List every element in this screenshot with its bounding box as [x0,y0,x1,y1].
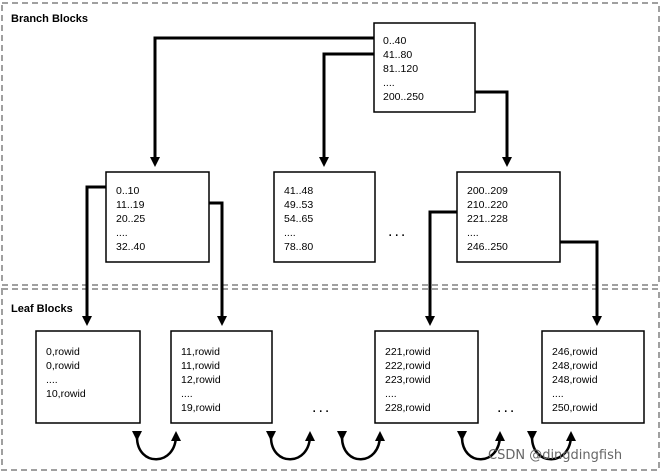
branch-line: 49..53 [284,199,313,211]
root-to-branch-2-arrow [319,52,374,167]
leaf-block-1: 0,rowid 0,rowid .... 10,rowid [35,330,141,424]
branch-block-1: 0..10 11..19 20..25 .... 32..40 [105,171,210,263]
leaf-blocks-label: Leaf Blocks [11,303,73,315]
branch-line: 11..19 [116,199,145,211]
leaf-line: .... [181,388,193,400]
root-block: 0..40 41..80 81..120 .... 200..250 [373,22,476,113]
root-line: 200..250 [383,91,424,103]
watermark: CSDN @dingdingfish [488,448,622,463]
leaf-line: 0,rowid [46,346,80,358]
branch-line: 0..10 [116,185,140,197]
branch-line: 41..48 [284,185,313,197]
branch-line: .... [284,227,296,239]
branch-line: 32..40 [116,241,145,253]
leaf-line: 228,rowid [385,402,431,414]
leaf-line: 10,rowid [46,388,86,400]
root-to-branch-3-arrow [475,90,512,167]
branch-line: 54..65 [284,213,313,225]
branch-line: 200..209 [467,185,508,197]
branch-line: 20..25 [116,213,145,225]
leaf-link-1-2-arrow [131,430,181,461]
root-line: 41..80 [383,49,412,61]
leaf-line: 12,rowid [181,374,221,386]
leaf-block-4: 246,rowid 248,rowid 248,rowid .... 250,r… [541,330,645,424]
leaf-ellipsis-2: ... [497,399,516,416]
branch-1-to-leaf-1-arrow [82,185,106,326]
root-line: .... [383,77,395,89]
leaf-line: .... [46,374,58,386]
leaf-line: 248,rowid [552,374,598,386]
branch-blocks-label: Branch Blocks [11,13,88,25]
branch-line: 246..250 [467,241,508,253]
branch-line: 210..220 [467,199,508,211]
branch-3-to-leaf-3-arrow [425,210,457,326]
branch-line: .... [467,227,479,239]
branch-line: .... [116,227,128,239]
leaf-line: 250,rowid [552,402,598,414]
branch-block-3: 200..209 210..220 221..228 .... 246..250 [456,171,561,263]
leaf-line: 223,rowid [385,374,431,386]
leaf-line: 248,rowid [552,360,598,372]
leaf-blocks-region [1,288,660,471]
leaf-ellipsis-1: ... [312,399,331,416]
branch-ellipsis: ... [388,223,407,240]
leaf-line: 11,rowid [181,360,220,372]
branch-line: 221..228 [467,213,508,225]
leaf-block-2: 11,rowid 11,rowid 12,rowid .... 19,rowid [170,330,273,424]
leaf-line: 11,rowid [181,346,220,358]
leaf-line: 221,rowid [385,346,431,358]
leaf-line: 0,rowid [46,360,80,372]
branch-block-2: 41..48 49..53 54..65 .... 78..80 [273,171,376,263]
branch-1-to-leaf-2-arrow [209,201,227,326]
leaf-link-dots-4-arrow [526,430,576,461]
branch-line: 78..80 [284,241,313,253]
branch-3-to-leaf-4-arrow [560,240,602,326]
leaf-link-dots-3-arrow [336,430,385,461]
root-to-branch-1-arrow [150,36,374,167]
leaf-line: 246,rowid [552,346,598,358]
leaf-link-3-dots-arrow [456,430,505,461]
root-line: 81..120 [383,63,418,75]
leaf-line: .... [552,388,564,400]
leaf-line: 222,rowid [385,360,431,372]
leaf-block-3: 221,rowid 222,rowid 223,rowid .... 228,r… [374,330,479,424]
leaf-link-2-dots-arrow [265,430,315,461]
root-line: 0..40 [383,35,407,47]
leaf-line: .... [385,388,397,400]
leaf-line: 19,rowid [181,402,221,414]
